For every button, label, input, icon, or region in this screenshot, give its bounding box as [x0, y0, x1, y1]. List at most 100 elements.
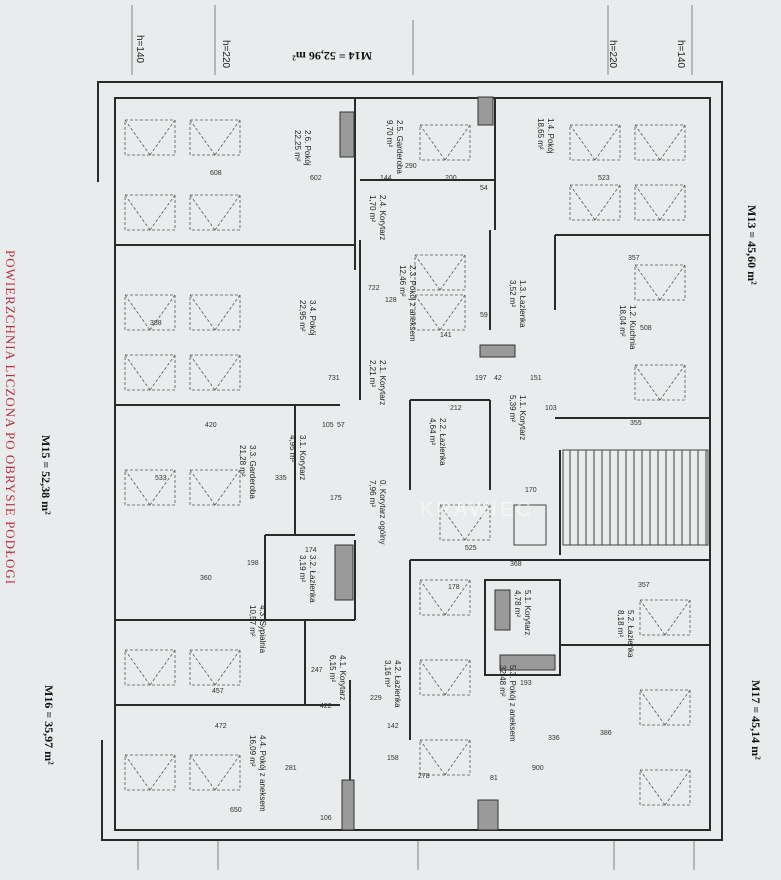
- window-diagonal: [124, 754, 151, 791]
- window-diagonal: [124, 119, 151, 156]
- window-diagonal: [214, 469, 241, 506]
- dimension-label: 388: [150, 320, 162, 327]
- window-diagonal: [594, 124, 621, 161]
- room-area: 4,64 m²: [428, 418, 437, 445]
- window-frame: [419, 659, 471, 696]
- dimension-label: 650: [230, 807, 242, 814]
- dimension-label: 472: [215, 723, 227, 730]
- dimension-label: 174: [305, 547, 317, 554]
- room-name: 2.3. Pokój z aneksem: [408, 265, 417, 342]
- room-name: 2.6. Pokój: [303, 130, 312, 166]
- window-diagonal: [634, 184, 661, 221]
- window-diagonal: [444, 579, 471, 616]
- room-name: 2.1. Korytarz: [378, 360, 387, 405]
- window-diagonal: [414, 294, 441, 331]
- window-diagonal: [124, 194, 151, 231]
- room-area: 32,48 m²: [498, 665, 507, 697]
- window-frame: [189, 469, 241, 506]
- staircase: [562, 449, 709, 546]
- dimension-label: 386: [600, 730, 612, 737]
- window-frame: [634, 364, 686, 401]
- dimension-label: 105: [322, 422, 334, 429]
- dimension-label: 422: [320, 703, 332, 710]
- dimension-label: 200: [445, 175, 457, 182]
- window-diagonal: [634, 264, 661, 301]
- dimension-label: 142: [387, 723, 399, 730]
- dimension-label: 360: [200, 575, 212, 582]
- window-frame: [124, 294, 176, 331]
- dimension-label: 722: [368, 285, 380, 292]
- dimension-label: 457: [212, 688, 224, 695]
- window-frame: [189, 354, 241, 391]
- height-guides: h=140 h=220 h=220 h=140: [131, 5, 695, 870]
- window-diagonal: [664, 599, 691, 636]
- window-diagonal: [214, 294, 241, 331]
- room-area: 22,25 m²: [293, 130, 302, 162]
- window-diagonal: [419, 124, 446, 161]
- dimension-label: 128: [385, 297, 397, 304]
- dimension-label: 368: [510, 561, 522, 568]
- room-area: 18,65 m²: [536, 118, 545, 150]
- window-diagonal: [444, 739, 471, 776]
- window-diagonal: [149, 354, 176, 391]
- dimension-label: 525: [465, 545, 477, 552]
- window-diagonal: [659, 124, 686, 161]
- window-frame: [189, 754, 241, 791]
- window-frame: [419, 579, 471, 616]
- window-diagonal: [149, 754, 176, 791]
- windows: [124, 119, 691, 806]
- window-diagonal: [124, 294, 151, 331]
- window-diagonal: [569, 124, 596, 161]
- room-area: 16,09 m²: [248, 735, 257, 767]
- room-name: 3.3. Garderoba: [248, 445, 257, 499]
- room-area: 3,19 m²: [298, 555, 307, 582]
- dimension-label: 357: [628, 255, 640, 262]
- dimension-label: 158: [387, 755, 399, 762]
- window-diagonal: [149, 119, 176, 156]
- window-diagonal: [639, 769, 666, 806]
- window-diagonal: [124, 469, 151, 506]
- room-area: 12,46 m²: [398, 265, 407, 297]
- window-diagonal: [659, 184, 686, 221]
- dimension-label: 106: [320, 815, 332, 822]
- window-diagonal: [124, 649, 151, 686]
- room-area: 5,39 m²: [508, 395, 517, 422]
- height-label: h=140: [134, 35, 145, 64]
- dimension-label: 193: [520, 680, 532, 687]
- room-name: 4.3. Sypialnia: [258, 605, 267, 654]
- window-frame: [634, 264, 686, 301]
- window-diagonal: [149, 469, 176, 506]
- room-area: 6,15 m²: [328, 655, 337, 682]
- window-frame: [419, 739, 471, 776]
- room-area: 2,21 m²: [368, 360, 377, 387]
- room-area: 10,57 m²: [248, 605, 257, 637]
- dimension-label: 198: [247, 560, 259, 567]
- room-name: 2.2. Łazienka: [438, 418, 447, 466]
- room-area: 4,95 m²: [288, 435, 297, 462]
- window-frame: [639, 599, 691, 636]
- window-frame: [569, 184, 621, 221]
- window-diagonal: [664, 769, 691, 806]
- window-diagonal: [214, 354, 241, 391]
- dimension-label: 57: [337, 422, 345, 429]
- dimension-label: 355: [630, 420, 642, 427]
- dimension-label: 141: [440, 332, 452, 339]
- window-frame: [419, 124, 471, 161]
- window-frame: [124, 194, 176, 231]
- window-diagonal: [124, 354, 151, 391]
- window-frame: [124, 649, 176, 686]
- window-diagonal: [639, 689, 666, 726]
- room-name: 3.1. Korytarz: [298, 435, 307, 480]
